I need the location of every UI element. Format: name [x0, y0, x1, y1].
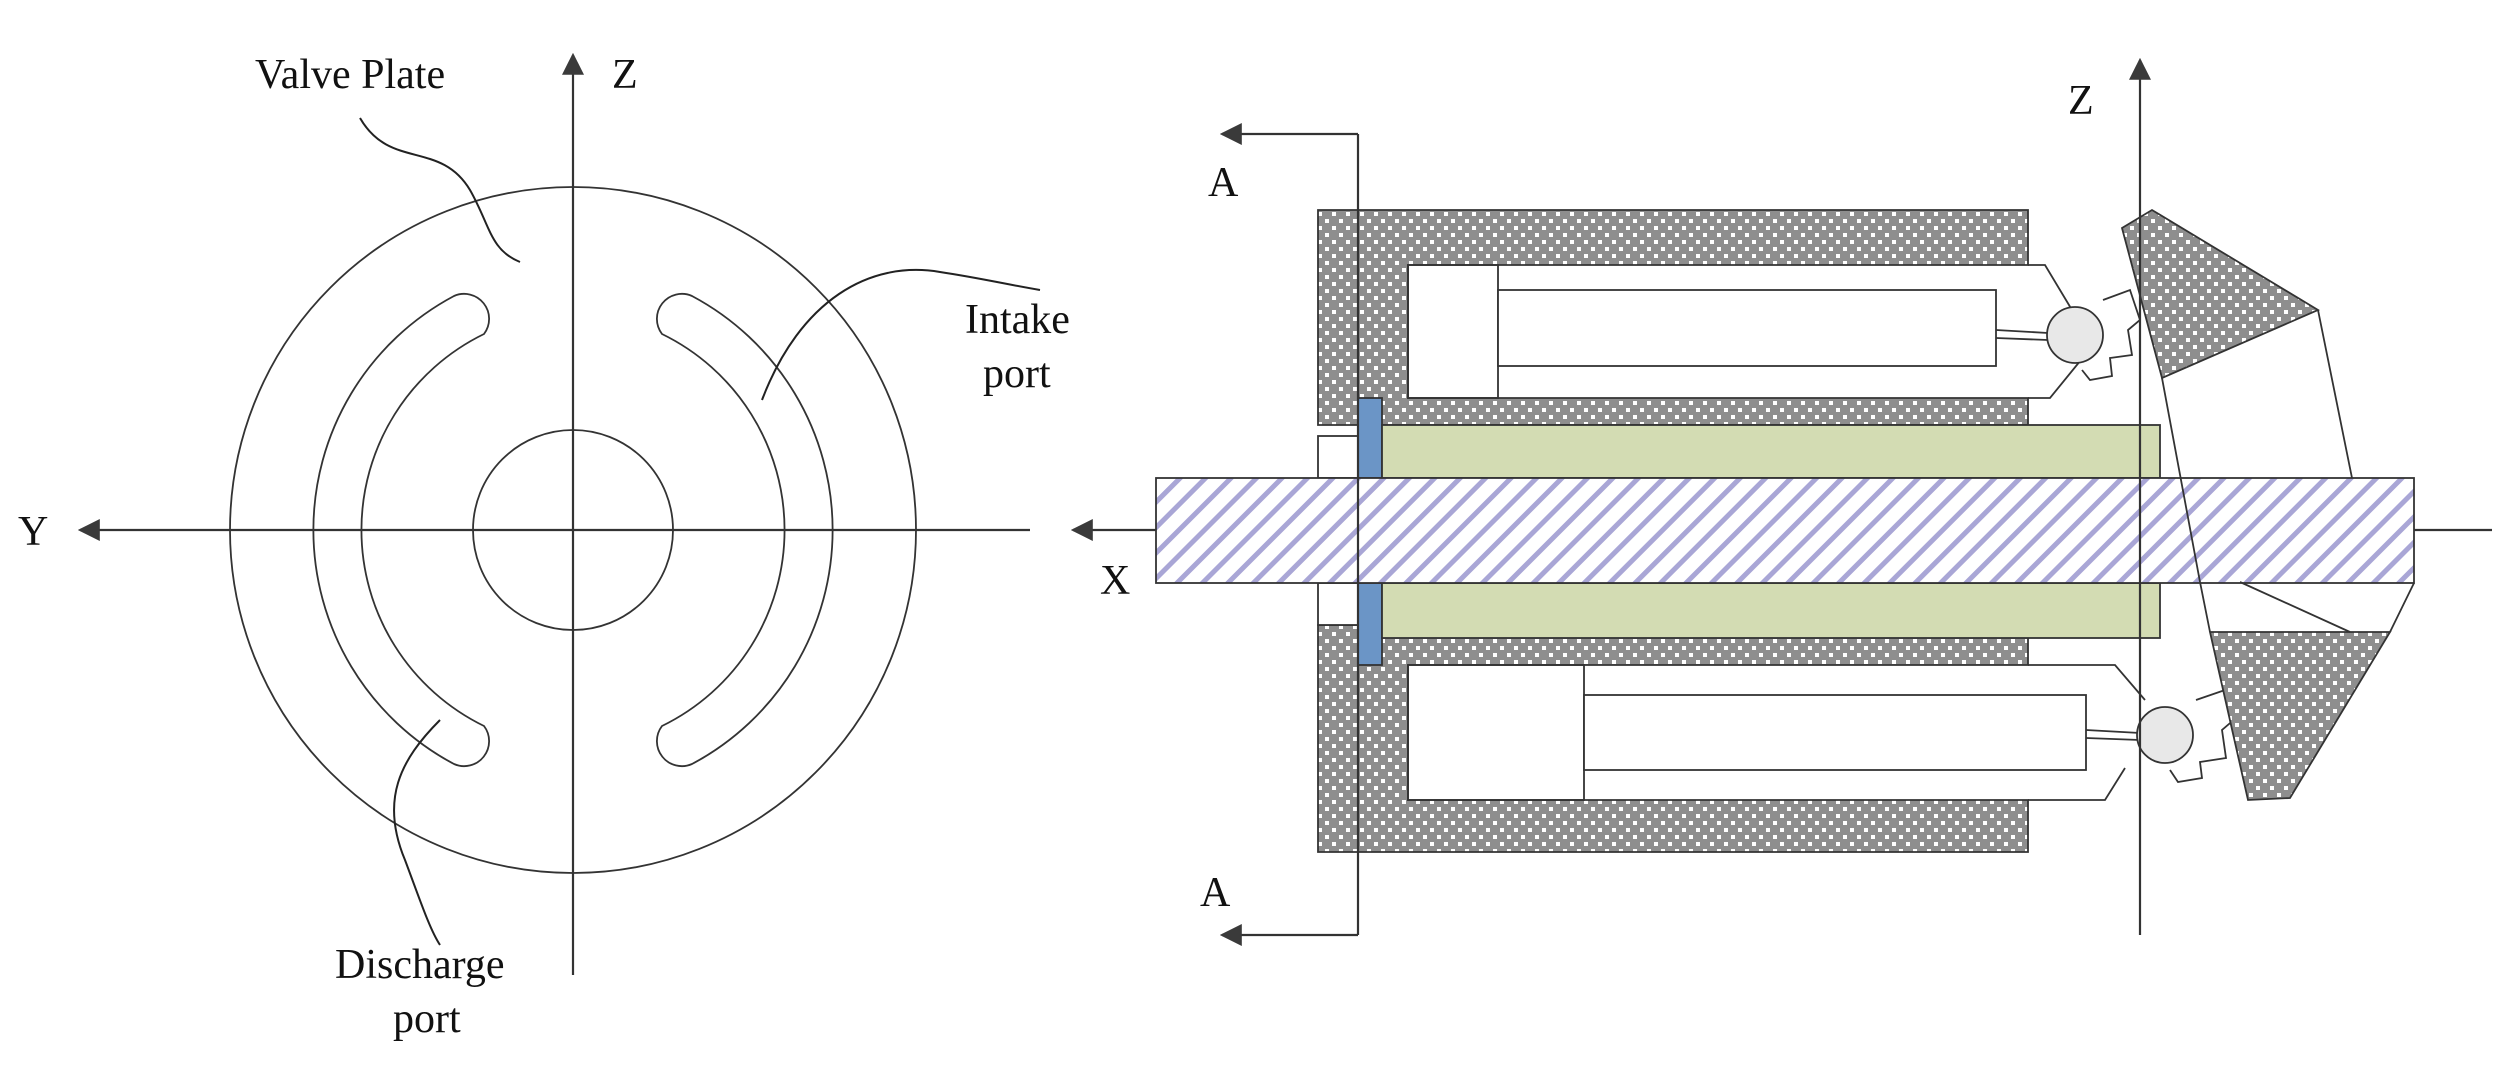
section-label-bottom: A [1200, 870, 1231, 916]
valve-plate-leader [359, 117, 521, 263]
lower-piston-chamber [1407, 664, 1585, 801]
cylinder-barrel-lower [1381, 582, 2161, 639]
upper-piston-rod [1995, 329, 2049, 334]
valve-plate-label: Valve Plate [255, 52, 445, 98]
z-axis-label: Z [612, 52, 638, 98]
upper-piston [1497, 289, 1997, 367]
end-cover-gap-top [1317, 435, 1359, 479]
upper-chamber-wall [2028, 264, 2086, 399]
valve-plate-upper [1357, 397, 1383, 479]
lower-piston-rod-2 [2085, 737, 2141, 741]
lower-chamber-wall [2028, 664, 2146, 801]
upper-piston-rod-2 [1995, 337, 2049, 341]
drive-shaft [1155, 477, 2415, 584]
lower-piston-rod [2085, 729, 2141, 734]
z-axis-right-label: Z [2068, 78, 2094, 124]
valve-plate-view: Valve Plate Intake port Discharge port Y… [18, 52, 1070, 1042]
valve-plate-lower [1357, 582, 1383, 666]
discharge-port-label-line1: Discharge [335, 942, 505, 988]
discharge-port-slot [312, 293, 490, 767]
end-cover-gap-bottom [1317, 582, 1359, 626]
x-axis-label: X [1100, 558, 1130, 604]
center-bore [472, 429, 674, 631]
cylinder-barrel-upper [1381, 424, 2161, 479]
intake-port-label-line2: port [983, 351, 1051, 397]
swash-plate-upper [2120, 208, 2320, 380]
discharge-port-label-line2: port [393, 996, 461, 1042]
lower-ball-joint [2136, 706, 2194, 764]
intake-port-leader [761, 268, 1041, 401]
y-axis-label: Y [18, 509, 48, 555]
upper-slipper [2081, 288, 2142, 381]
upper-piston-chamber [1407, 264, 1499, 399]
intake-port-slot [656, 293, 834, 767]
upper-ball-joint [2046, 306, 2104, 364]
pump-section-view: A A X Z [1070, 57, 2492, 946]
discharge-port-leader [392, 719, 441, 946]
swash-plate-body [2161, 309, 2415, 633]
section-label-top: A [1208, 160, 1239, 206]
swash-plate-lower [2208, 631, 2392, 801]
intake-port-label-line1: Intake [965, 297, 1070, 343]
lower-piston [1583, 694, 2087, 771]
valve-plate-outline [229, 186, 917, 874]
